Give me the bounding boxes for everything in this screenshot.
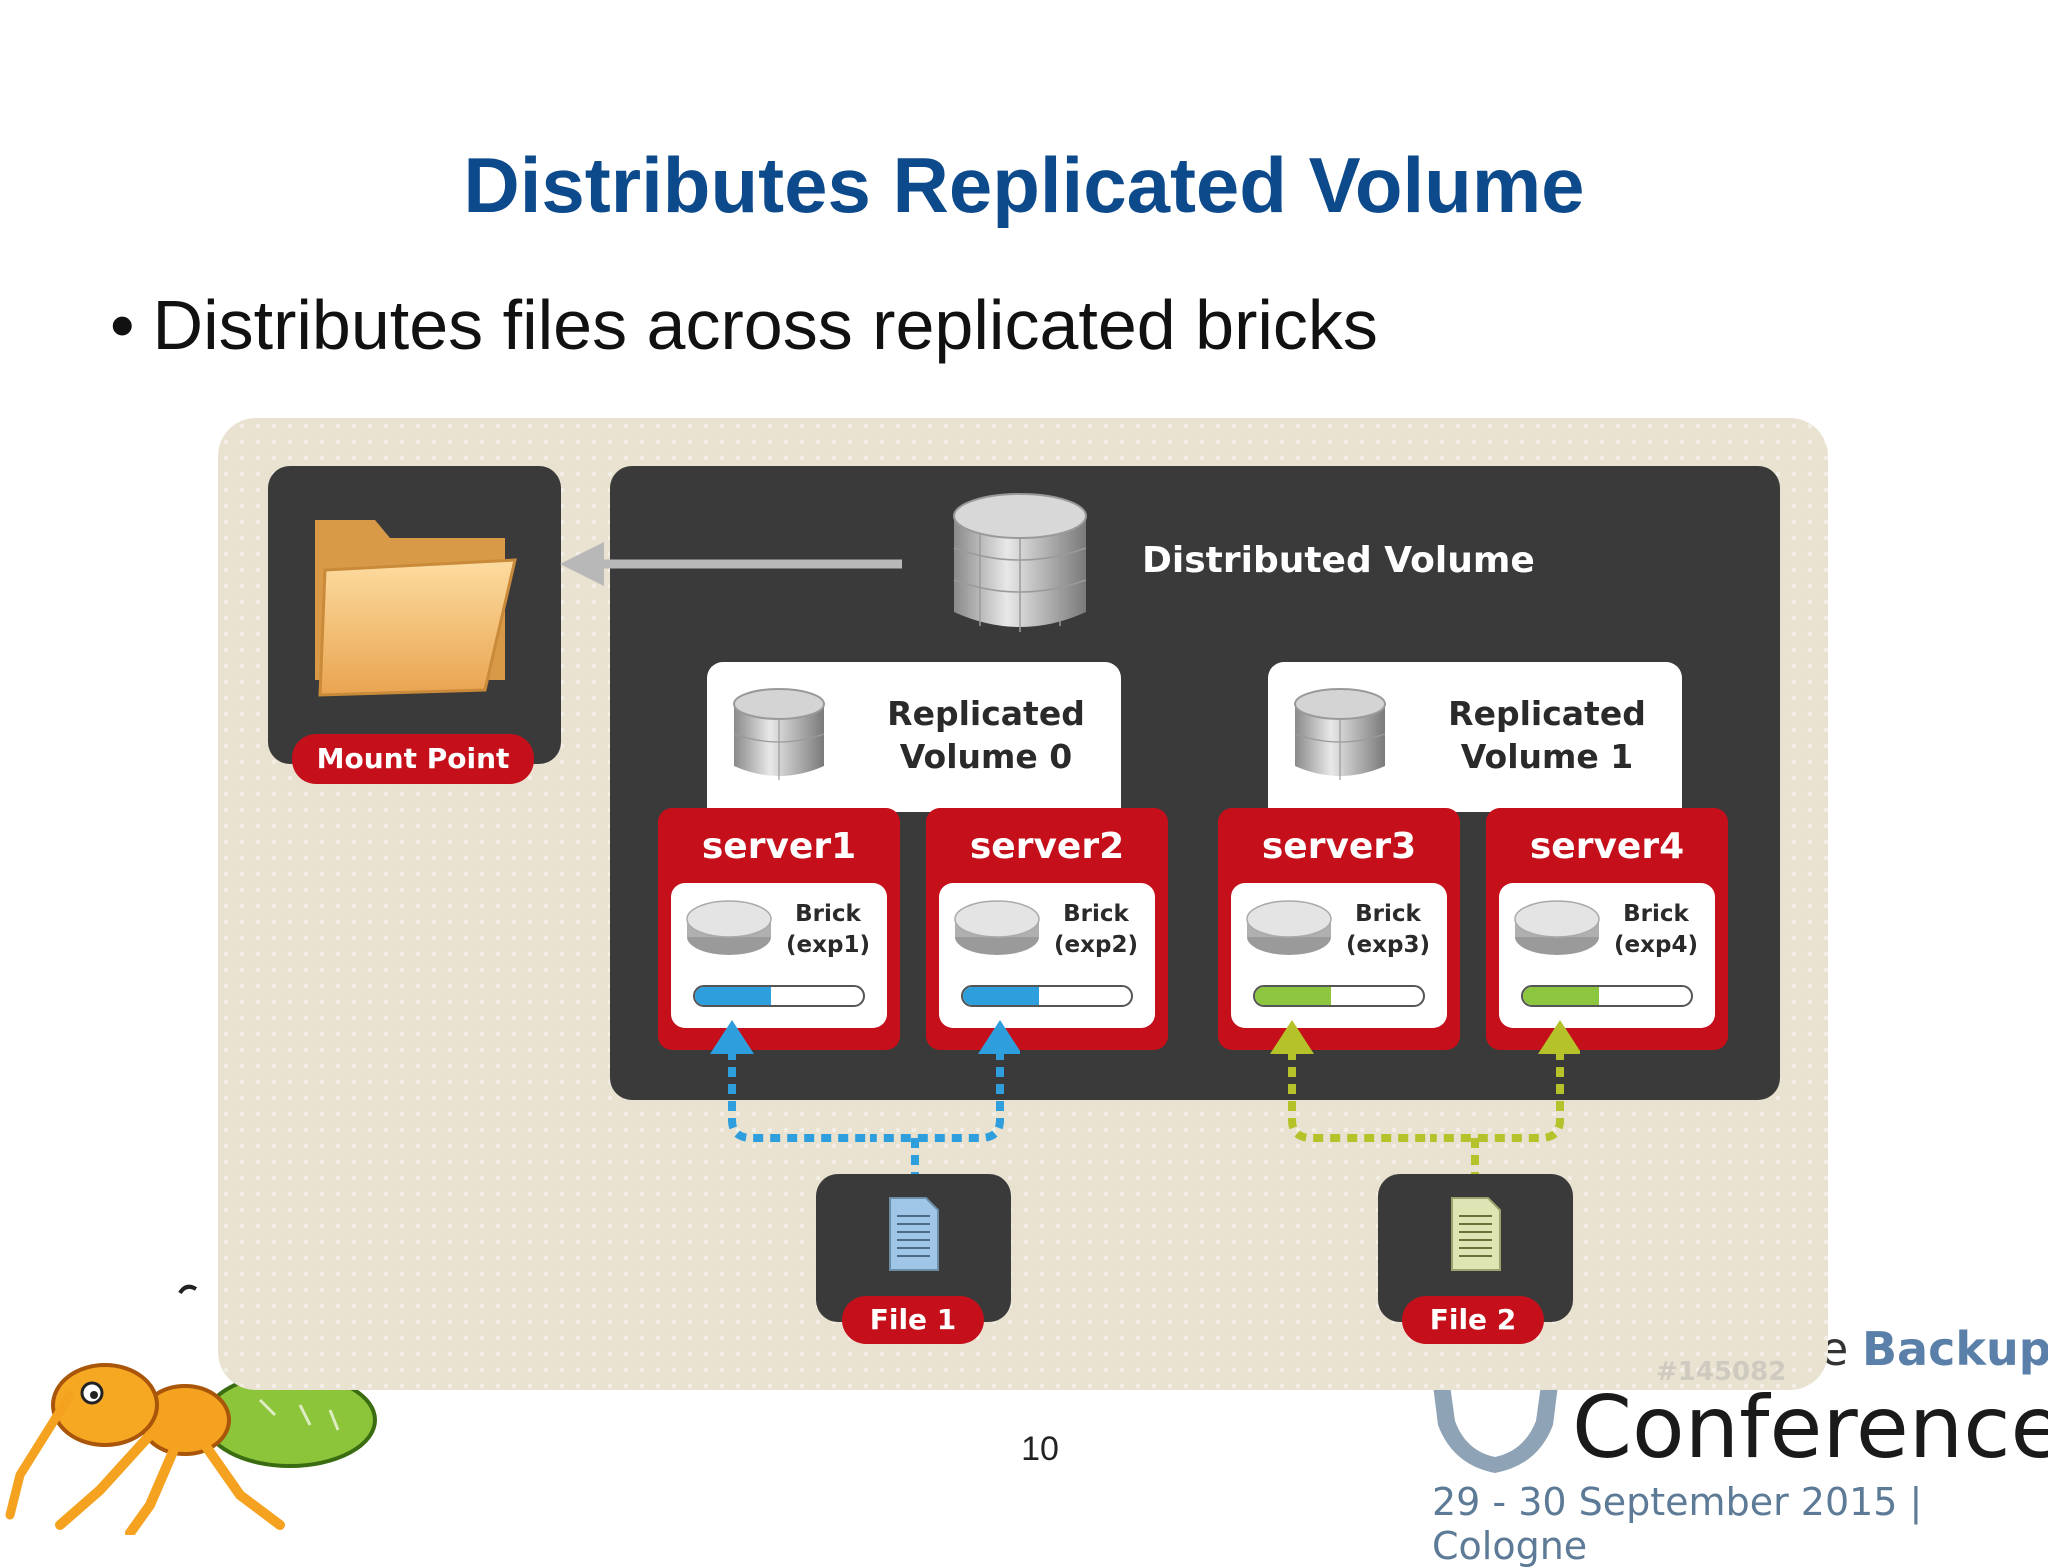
brick-exp: (exp2) — [1054, 932, 1138, 958]
server2-box: server2 Brick (exp2) — [926, 808, 1168, 1050]
replicated-volume-1-line1: Replicated — [1448, 694, 1646, 733]
brick-exp3-label: Brick (exp3) — [1343, 899, 1433, 961]
brick-usage-fill — [1523, 987, 1599, 1005]
disk-icon — [1514, 900, 1600, 955]
bullet-dot: • — [110, 286, 135, 364]
page-number: 10 — [1021, 1430, 1059, 1468]
slide-title: Distributes Replicated Volume — [463, 141, 1585, 229]
server1-box: server1 Brick (exp1) — [658, 808, 900, 1050]
brick-exp2-usage-bar — [961, 985, 1133, 1007]
brick-exp: (exp4) — [1614, 932, 1698, 958]
brick-exp3-usage-bar — [1253, 985, 1425, 1007]
file1-label: File 1 — [842, 1296, 984, 1344]
bullet-text: Distributes files across replicated bric… — [152, 286, 1378, 364]
replicated-volume-0-database-icon — [733, 688, 825, 780]
mount-point-label: Mount Point — [292, 734, 534, 784]
brick-exp1-usage-bar — [693, 985, 865, 1007]
server3-name: server3 — [1261, 826, 1417, 867]
brick-exp: (exp1) — [786, 932, 870, 958]
replicated-volume-1-label: Replicated Volume 1 — [1427, 692, 1667, 778]
folder-icon — [315, 520, 517, 697]
distributed-volume-label: Distributed Volume — [1142, 540, 1535, 581]
brick-word: Brick — [1063, 901, 1129, 927]
replicated-volume-0-line2: Volume 0 — [899, 737, 1073, 776]
ant-mascot-logo — [5, 1284, 377, 1535]
brick-word: Brick — [1355, 901, 1421, 927]
brick-usage-fill — [1255, 987, 1331, 1005]
brick-exp2-label: Brick (exp2) — [1051, 899, 1141, 961]
replicated-volume-0-label: Replicated Volume 0 — [866, 692, 1106, 778]
brick-exp4-usage-bar — [1521, 985, 1693, 1007]
document-icon — [1451, 1197, 1501, 1271]
disk-icon — [686, 900, 772, 955]
brick-usage-fill — [695, 987, 771, 1005]
replicated-volume-1-database-icon — [1294, 688, 1386, 780]
conference-date: 29 - 30 September 2015 | Cologne — [1432, 1480, 1923, 1568]
brick-exp2: Brick (exp2) — [939, 883, 1155, 1028]
replicated-volume-0-line1: Replicated — [887, 694, 1085, 733]
brick-exp1: Brick (exp1) — [671, 883, 887, 1028]
replicated-volume-1-line2: Volume 1 — [1460, 737, 1634, 776]
distributed-volume-database-icon — [953, 493, 1087, 632]
file2-label: File 2 — [1402, 1296, 1544, 1344]
conference-backup-word: Backup — [1862, 1322, 2048, 1376]
mount-arrow — [560, 542, 902, 586]
server4-name: server4 — [1529, 826, 1685, 867]
disk-icon — [1246, 900, 1332, 955]
brick-word: Brick — [1623, 901, 1689, 927]
document-icon — [889, 1197, 939, 1271]
brick-word: Brick — [795, 901, 861, 927]
server2-name: server2 — [969, 826, 1125, 867]
disk-icon — [954, 900, 1040, 955]
conference-shield-logo — [1433, 1385, 1558, 1473]
image-id-watermark: #145082 — [1656, 1357, 1787, 1387]
brick-exp: (exp3) — [1346, 932, 1430, 958]
brick-exp4-label: Brick (exp4) — [1611, 899, 1701, 961]
bullet-point: •Distributes files across replicated bri… — [110, 285, 1378, 365]
file1-replication-arrows — [710, 1020, 1020, 1188]
brick-usage-fill — [963, 987, 1039, 1005]
brick-exp1-label: Brick (exp1) — [783, 899, 873, 961]
server3-box: server3 Brick (exp3) — [1218, 808, 1460, 1050]
file2-replication-arrows — [1270, 1020, 1580, 1188]
server1-name: server1 — [701, 826, 857, 867]
server4-box: server4 Brick (exp4) — [1486, 808, 1728, 1050]
brick-exp4: Brick (exp4) — [1499, 883, 1715, 1028]
brick-exp3: Brick (exp3) — [1231, 883, 1447, 1028]
conference-title: Conference — [1572, 1378, 2048, 1478]
